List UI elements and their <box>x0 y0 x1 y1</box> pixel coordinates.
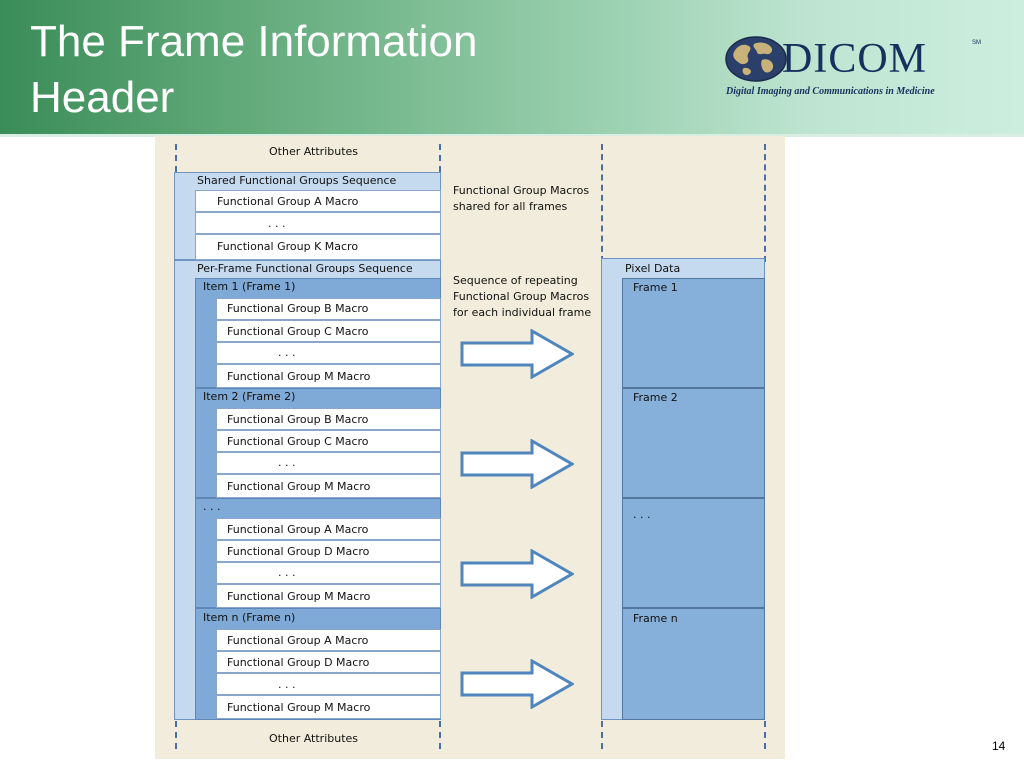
left-dashed-guide-top <box>175 144 177 172</box>
slide-header-band <box>0 0 1024 134</box>
per-frame-macro-row <box>216 298 441 320</box>
logo-tagline: Digital Imaging and Communications in Me… <box>726 86 935 97</box>
per-frame-macro-label: . . . <box>278 566 296 579</box>
pixel-dashed-guide-right-bottom <box>764 721 766 749</box>
logo-service-mark: SM <box>972 40 981 46</box>
per-frame-macro-row <box>216 342 441 364</box>
header-divider <box>0 134 1024 137</box>
per-frame-item-label: Item 2 (Frame 2) <box>203 390 296 403</box>
shared-macro-row <box>195 212 441 234</box>
per-frame-macro-label: Functional Group B Macro <box>227 413 369 426</box>
right-arrow-icon <box>460 549 574 599</box>
per-frame-macro-row <box>216 673 441 695</box>
shared-note-line-1: Functional Group Macros <box>453 184 590 197</box>
pixel-dashed-guide-left-top <box>601 144 603 262</box>
slide-title-line-1: The Frame Information <box>30 17 478 66</box>
shared-note-line-2: shared for all frames <box>453 200 568 213</box>
middle-dashed-guide-bottom <box>439 721 441 749</box>
per-frame-macro-label: Functional Group M Macro <box>227 701 371 714</box>
per-frame-sequence-label: Per-Frame Functional Groups Sequence <box>197 262 413 275</box>
pixel-frame-label: Frame 2 <box>633 391 678 404</box>
per-frame-macro-label: . . . <box>278 346 296 359</box>
slide-title-line-2: Header <box>30 73 175 122</box>
shared-macro-row <box>195 190 441 212</box>
per-frame-macro-label: . . . <box>278 456 296 469</box>
per-frame-macro-row <box>216 452 441 474</box>
pixel-frame <box>622 498 765 608</box>
shared-macro-label: Functional Group A Macro <box>217 195 359 208</box>
per-frame-macro-label: Functional Group C Macro <box>227 435 369 448</box>
shared-macro-label: Functional Group K Macro <box>217 240 359 253</box>
per-frame-macro-row <box>216 695 441 719</box>
slide-title: The Frame Information Header <box>30 14 590 126</box>
per-frame-macro-label: Functional Group B Macro <box>227 302 369 315</box>
per-frame-macro-row <box>216 320 441 342</box>
per-frame-item-label: Item 1 (Frame 1) <box>203 280 296 293</box>
per-frame-item-label: Item n (Frame n) <box>203 611 296 624</box>
per-frame-macro-label: . . . <box>278 678 296 691</box>
per-frame-macro-row <box>216 629 441 651</box>
logo-wordmark: DICOM <box>782 36 928 82</box>
pixel-frame-label: Frame n <box>633 612 678 625</box>
per-frame-macro-label: Functional Group M Macro <box>227 590 371 603</box>
per-frame-item-label: . . . <box>203 500 221 513</box>
pixel-dashed-guide-left-bottom <box>601 721 603 749</box>
per-frame-note-line-3: for each individual frame <box>453 306 592 319</box>
right-arrow-icon <box>460 439 574 489</box>
middle-dashed-guide-top <box>439 144 441 172</box>
per-frame-note-line-1: Sequence of repeating <box>453 274 578 287</box>
other-attributes-bottom-label: Other Attributes <box>269 732 359 745</box>
pixel-frame <box>622 278 765 388</box>
per-frame-macro-label: Functional Group D Macro <box>227 545 370 558</box>
dicom-logo: DICOM SM Digital Imaging and Communicati… <box>724 32 994 102</box>
per-frame-macro-row <box>216 562 441 584</box>
shared-macro-label: . . . <box>268 217 286 230</box>
per-frame-macro-label: Functional Group D Macro <box>227 656 370 669</box>
per-frame-note-line-2: Functional Group Macros <box>453 290 590 303</box>
frame-header-diagram: Other Attributes Shared Functional Group… <box>155 136 785 759</box>
pixel-frame-label: . . . <box>633 508 651 521</box>
per-frame-macro-row <box>216 474 441 498</box>
per-frame-macro-row <box>216 518 441 540</box>
left-dashed-guide-bottom <box>175 721 177 749</box>
pixel-frame <box>622 388 765 498</box>
per-frame-macro-label: Functional Group M Macro <box>227 480 371 493</box>
other-attributes-top-label: Other Attributes <box>269 145 359 158</box>
per-frame-macro-label: Functional Group A Macro <box>227 634 369 647</box>
per-frame-macro-row <box>216 584 441 608</box>
per-frame-macro-row <box>216 408 441 430</box>
shared-macro-row <box>195 234 441 260</box>
per-frame-macro-row <box>216 364 441 388</box>
right-arrow-icon <box>460 329 574 379</box>
per-frame-macro-row <box>216 430 441 452</box>
globe-icon <box>725 36 787 82</box>
pixel-data-label: Pixel Data <box>625 262 681 275</box>
right-arrow-icon <box>460 659 574 709</box>
shared-sequence-label: Shared Functional Groups Sequence <box>197 174 397 187</box>
pixel-frame <box>622 608 765 720</box>
pixel-dashed-guide-right-top <box>764 144 766 262</box>
per-frame-macro-label: Functional Group M Macro <box>227 370 371 383</box>
per-frame-macro-row <box>216 651 441 673</box>
slide-page-number: 14 <box>992 739 1006 753</box>
per-frame-macro-row <box>216 540 441 562</box>
per-frame-macro-label: Functional Group A Macro <box>227 523 369 536</box>
pixel-frame-label: Frame 1 <box>633 281 678 294</box>
per-frame-macro-label: Functional Group C Macro <box>227 325 369 338</box>
